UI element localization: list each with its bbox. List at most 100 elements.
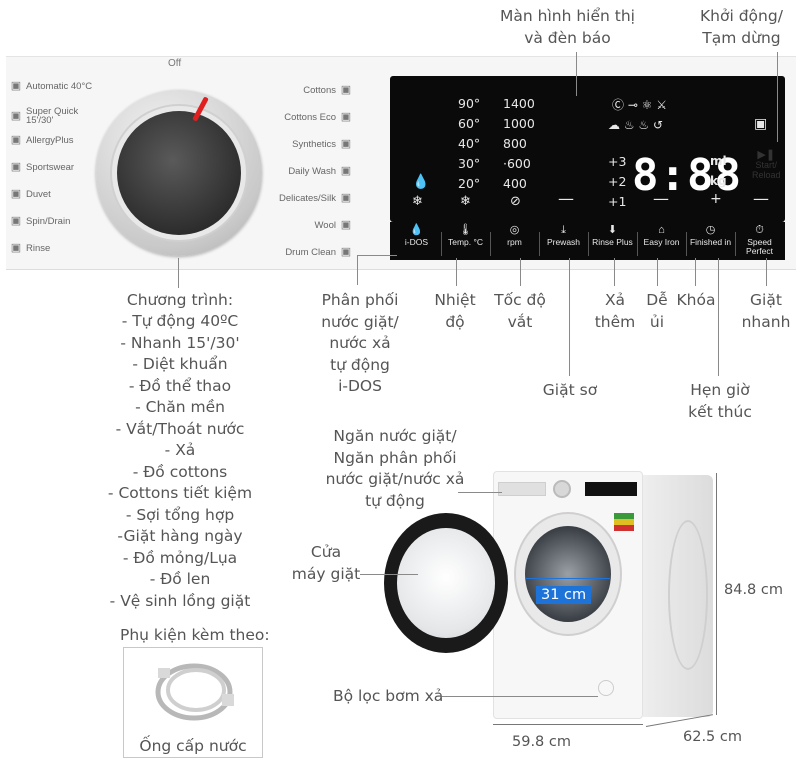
- program-spin[interactable]: ▣Spin/Drain: [10, 215, 71, 227]
- allergy-icon: ▣: [10, 134, 22, 146]
- status-icons-row1: Ⓒ ⊸ ⚛ ⚔: [612, 98, 668, 112]
- program-label: Synthetics: [292, 138, 336, 150]
- thermo-icon: 🌡: [458, 224, 473, 236]
- snowflake-icon: ❄: [412, 194, 423, 209]
- off-label: Off: [168, 58, 182, 69]
- washer-dial[interactable]: [553, 480, 571, 498]
- program-label: Cottons: [303, 84, 336, 96]
- temp-annotation: Nhiệt độ: [434, 291, 476, 331]
- program-auto[interactable]: ▣Automatic 40°C: [10, 80, 92, 92]
- program-list-item: - Đồ mỏng/Lụa: [122, 548, 238, 567]
- spin-icon: ◎: [509, 224, 520, 236]
- button-divider: [686, 232, 687, 256]
- prewash-annotation: Giặt sơ: [542, 381, 598, 399]
- program-label: Spin/Drain: [26, 215, 71, 227]
- program-cottons[interactable]: Cottons ▣: [232, 84, 352, 96]
- rpm-option: 800: [503, 136, 527, 151]
- program-label: Super Quick 15'/30': [26, 106, 79, 126]
- eco-icon: ▣: [340, 111, 352, 123]
- cottons-icon: ▣: [340, 84, 352, 96]
- depth-label: 62.5 cm: [683, 729, 742, 745]
- program-list-item: - Diệt khuẩn: [132, 355, 228, 373]
- child-lock-icon: ▣: [754, 116, 768, 132]
- display-annotation: Màn hình hiển thị và đèn báo: [500, 7, 635, 47]
- program-eco[interactable]: Cottons Eco ▣: [232, 111, 352, 123]
- speed-annotation: Giặt nhanh: [741, 291, 791, 331]
- start-label: Start/ Reload: [752, 160, 781, 180]
- program-silk[interactable]: Delicates/Silk▣: [232, 192, 352, 204]
- program-list-item: - Vắt/Thoát nước: [115, 419, 245, 438]
- synthetics-icon: ▣: [340, 138, 352, 150]
- drop-icon: 💧: [409, 224, 424, 236]
- program-list-item: -Giặt hàng ngày: [117, 527, 243, 545]
- program-list-item: - Cottons tiết kiệm: [107, 484, 253, 502]
- program-wool[interactable]: Wool▣: [232, 219, 352, 231]
- start-pause-button[interactable]: ▶❚Start/ Reload: [752, 150, 781, 181]
- rpm-option: 1000: [503, 116, 535, 131]
- program-list-item: - Sợi tổng hợp: [125, 505, 235, 524]
- button-label: Finished in: [689, 236, 732, 247]
- program-list-item: - Đồ cottons: [132, 462, 228, 481]
- cold-icon: ❄: [460, 194, 471, 209]
- filter-cap[interactable]: [598, 680, 614, 696]
- drum-icon: ▣: [340, 246, 352, 258]
- program-drum[interactable]: Drum Clean▣: [232, 246, 352, 258]
- program-allergy[interactable]: ▣AllergyPlus: [10, 134, 74, 146]
- program-sport[interactable]: ▣ Sportswear: [10, 161, 74, 173]
- prewash-button[interactable]: ⤓Prewash: [539, 222, 588, 260]
- program-synthetics[interactable]: Synthetics ▣: [232, 138, 352, 150]
- quick-icon: ▣: [10, 110, 22, 122]
- program-list-item: - Xả: [164, 441, 196, 459]
- temp-c-button[interactable]: 🌡Temp. °C: [441, 222, 490, 260]
- program-rinse[interactable]: ▣Rinse: [10, 242, 51, 254]
- iron-dash: —: [653, 189, 669, 208]
- door-glass: [397, 528, 495, 638]
- dose-level: +3: [608, 154, 627, 169]
- finished-in-button[interactable]: ◷Finished in: [686, 222, 735, 260]
- door-annotation: Cửa máy giặt: [291, 543, 361, 583]
- program-daily[interactable]: Daily Wash ▣: [232, 165, 352, 177]
- daily-icon: ▣: [340, 165, 352, 177]
- rinse-icon: ▣: [10, 242, 22, 254]
- energy-label: [614, 513, 634, 531]
- status-icons-row2: ☁ ♨ ♨ ↺: [608, 118, 664, 132]
- start-annotation: Khởi động/ Tạm dừng: [700, 7, 783, 47]
- temp-option: 60°: [458, 116, 481, 131]
- rpm-option: 1400: [503, 96, 535, 111]
- easy-iron-button[interactable]: ⌂Easy Iron: [637, 222, 686, 260]
- program-label: Cottons Eco: [284, 111, 336, 123]
- prewash-dash: —: [558, 189, 574, 208]
- sport-icon: ▣: [10, 161, 22, 173]
- program-label: Delicates/Silk: [278, 192, 336, 204]
- iron-icon: ⌂: [658, 224, 665, 236]
- button-divider: [490, 232, 491, 256]
- hose-image: [155, 663, 234, 721]
- speed-dash: —: [753, 189, 769, 208]
- program-label: Automatic 40°C: [26, 80, 93, 92]
- rinse-plus-icon: ⬇: [607, 224, 618, 236]
- button-divider: [637, 232, 638, 256]
- program-label: Sportswear: [26, 161, 75, 173]
- rinse-plus-button[interactable]: ⬇Rinse Plus: [588, 222, 637, 260]
- rpm-option: ·600: [503, 156, 531, 171]
- detergent-drawer[interactable]: [498, 482, 546, 496]
- speed-perfect-button[interactable]: ⏱Speed Perfect: [735, 222, 784, 260]
- temp-option: 90°: [458, 96, 481, 111]
- rinse-annotation: Xả thêm: [594, 291, 636, 331]
- rpm-button[interactable]: ◎rpm: [490, 222, 539, 260]
- dose-level: +1: [608, 194, 627, 209]
- timer-annotation: Hẹn giờ kết thúc: [688, 381, 752, 421]
- program-duvet[interactable]: ▣Duvet: [10, 188, 51, 200]
- rpm-option: 400: [503, 176, 527, 191]
- program-quick[interactable]: ▣ Super Quick 15'/30': [10, 106, 84, 126]
- unit-kg: kg: [710, 174, 727, 188]
- program-label: Wool: [314, 219, 336, 231]
- button-label: i-DOS: [404, 236, 429, 247]
- dial-knob[interactable]: [117, 111, 241, 235]
- program-label: Daily Wash: [288, 165, 336, 177]
- i-dos-button[interactable]: 💧i-DOS: [392, 222, 441, 260]
- drawer-annotation: Ngăn nước giặt/ Ngăn phân phối nước giặt…: [325, 427, 465, 510]
- button-divider: [441, 232, 442, 256]
- button-divider: [539, 232, 540, 256]
